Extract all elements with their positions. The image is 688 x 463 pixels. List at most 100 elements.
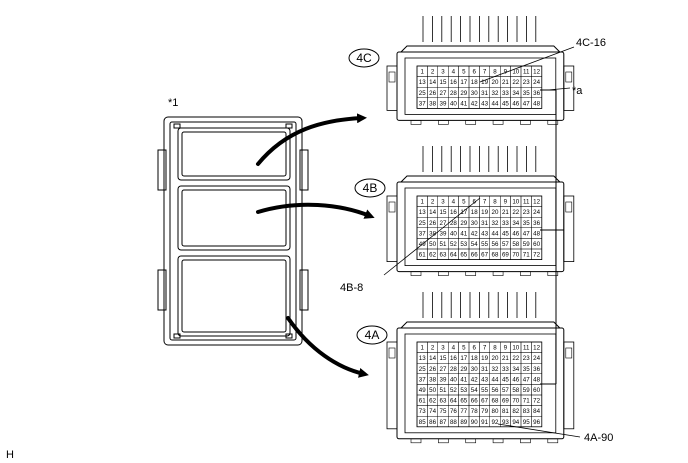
connector-foot [492,271,504,276]
pin-number: 43 [481,376,488,383]
pin-number: 29 [460,366,467,373]
pin-number: 19 [481,209,488,216]
pin-number: 34 [512,220,519,227]
connector-latch [386,195,398,262]
pin-number: 62 [429,398,436,405]
pin-number: 94 [512,419,519,426]
wire-bundle [422,16,537,42]
latch-slot [388,71,396,83]
leader-lines [383,46,581,438]
pin-number: 24 [533,79,540,86]
pin-number: 56 [492,241,499,248]
pin-number: 21 [502,79,509,86]
pin-number: 70 [512,398,519,405]
pin-number: 28 [450,90,457,97]
pin-number: 43 [481,100,488,107]
pin-number: 58 [512,241,519,248]
pin-number: 77 [460,408,467,415]
connector-foot [465,120,477,125]
pin-number: 63 [440,398,447,405]
pin-number: 23 [523,355,530,362]
pin-number: 59 [523,387,530,394]
pin-number: 26 [429,90,436,97]
pin-number: 14 [429,209,436,216]
pin-number: 66 [471,252,478,259]
pin-number: 43 [481,230,488,237]
pin-number: 87 [440,419,447,426]
pin-number: 47 [523,100,530,107]
pin-number: 37 [419,230,426,237]
pin-number: 2 [431,199,435,206]
pin-number: 27 [440,366,447,373]
connector-hood [400,45,561,53]
pin-number: 17 [460,79,467,86]
pin-number: 31 [481,220,488,227]
arrow-to-4a [286,316,369,378]
pin-number: 84 [533,408,540,415]
pin-number: 6 [472,345,476,352]
pin-number: 46 [512,100,519,107]
latch-slot [565,201,573,213]
pin-number: 44 [492,376,499,383]
pin-number: 10 [512,69,519,76]
pin-number: 27 [440,220,447,227]
pin-number: 6 [472,69,476,76]
pin-number: 30 [471,220,478,227]
connector-foot [465,271,477,276]
pin-number: 15 [440,355,447,362]
pin-number: 22 [512,355,519,362]
pin-number: 34 [512,90,519,97]
pin-number: 18 [471,355,478,362]
pin-number: 16 [450,79,457,86]
pin-number: 51 [440,241,447,248]
pin-number: 5 [462,199,466,206]
pin-number: 13 [419,355,426,362]
pin-number: 30 [471,90,478,97]
connector-foot [438,120,449,125]
pin-number: 36 [533,366,540,373]
pin-cell [531,416,543,428]
pin-number: 34 [512,366,519,373]
pin-number: 52 [450,241,457,248]
leader-star-a [547,87,571,91]
connector-oval [348,48,380,68]
pin-number: 31 [481,90,488,97]
pin-number: 42 [471,100,478,107]
pin-number: 33 [502,220,509,227]
pin-number: 72 [533,398,540,405]
pin-number: 39 [440,230,447,237]
pin-number: 39 [440,100,447,107]
pin-number: 67 [481,252,488,259]
pin-number: 69 [502,252,509,259]
latch-slot [565,347,573,359]
pin-number: 41 [460,100,467,107]
pin-number: 8 [493,69,497,76]
pin-number: 47 [523,376,530,383]
wire-bundle [422,292,537,318]
pin-number: 2 [431,345,435,352]
pin-number: 81 [502,408,509,415]
pin-number: 18 [471,79,478,86]
pin-number: 44 [492,100,499,107]
pin-number: 9 [504,345,508,352]
pin-number: 14 [429,355,436,362]
pin-cell [531,248,543,260]
pin-number: 45 [502,376,509,383]
pin-number: 36 [533,90,540,97]
pin-number: 61 [419,252,426,259]
arrow-to-4b [256,202,375,219]
pin-number: 76 [450,408,457,415]
connector-foot [492,120,504,125]
connector-latch [563,341,575,430]
pin-number: 53 [460,387,467,394]
pin-number: 45 [502,100,509,107]
label-star1: *1 [168,97,178,109]
pin-number: 29 [460,220,467,227]
pin-number: 38 [429,376,436,383]
